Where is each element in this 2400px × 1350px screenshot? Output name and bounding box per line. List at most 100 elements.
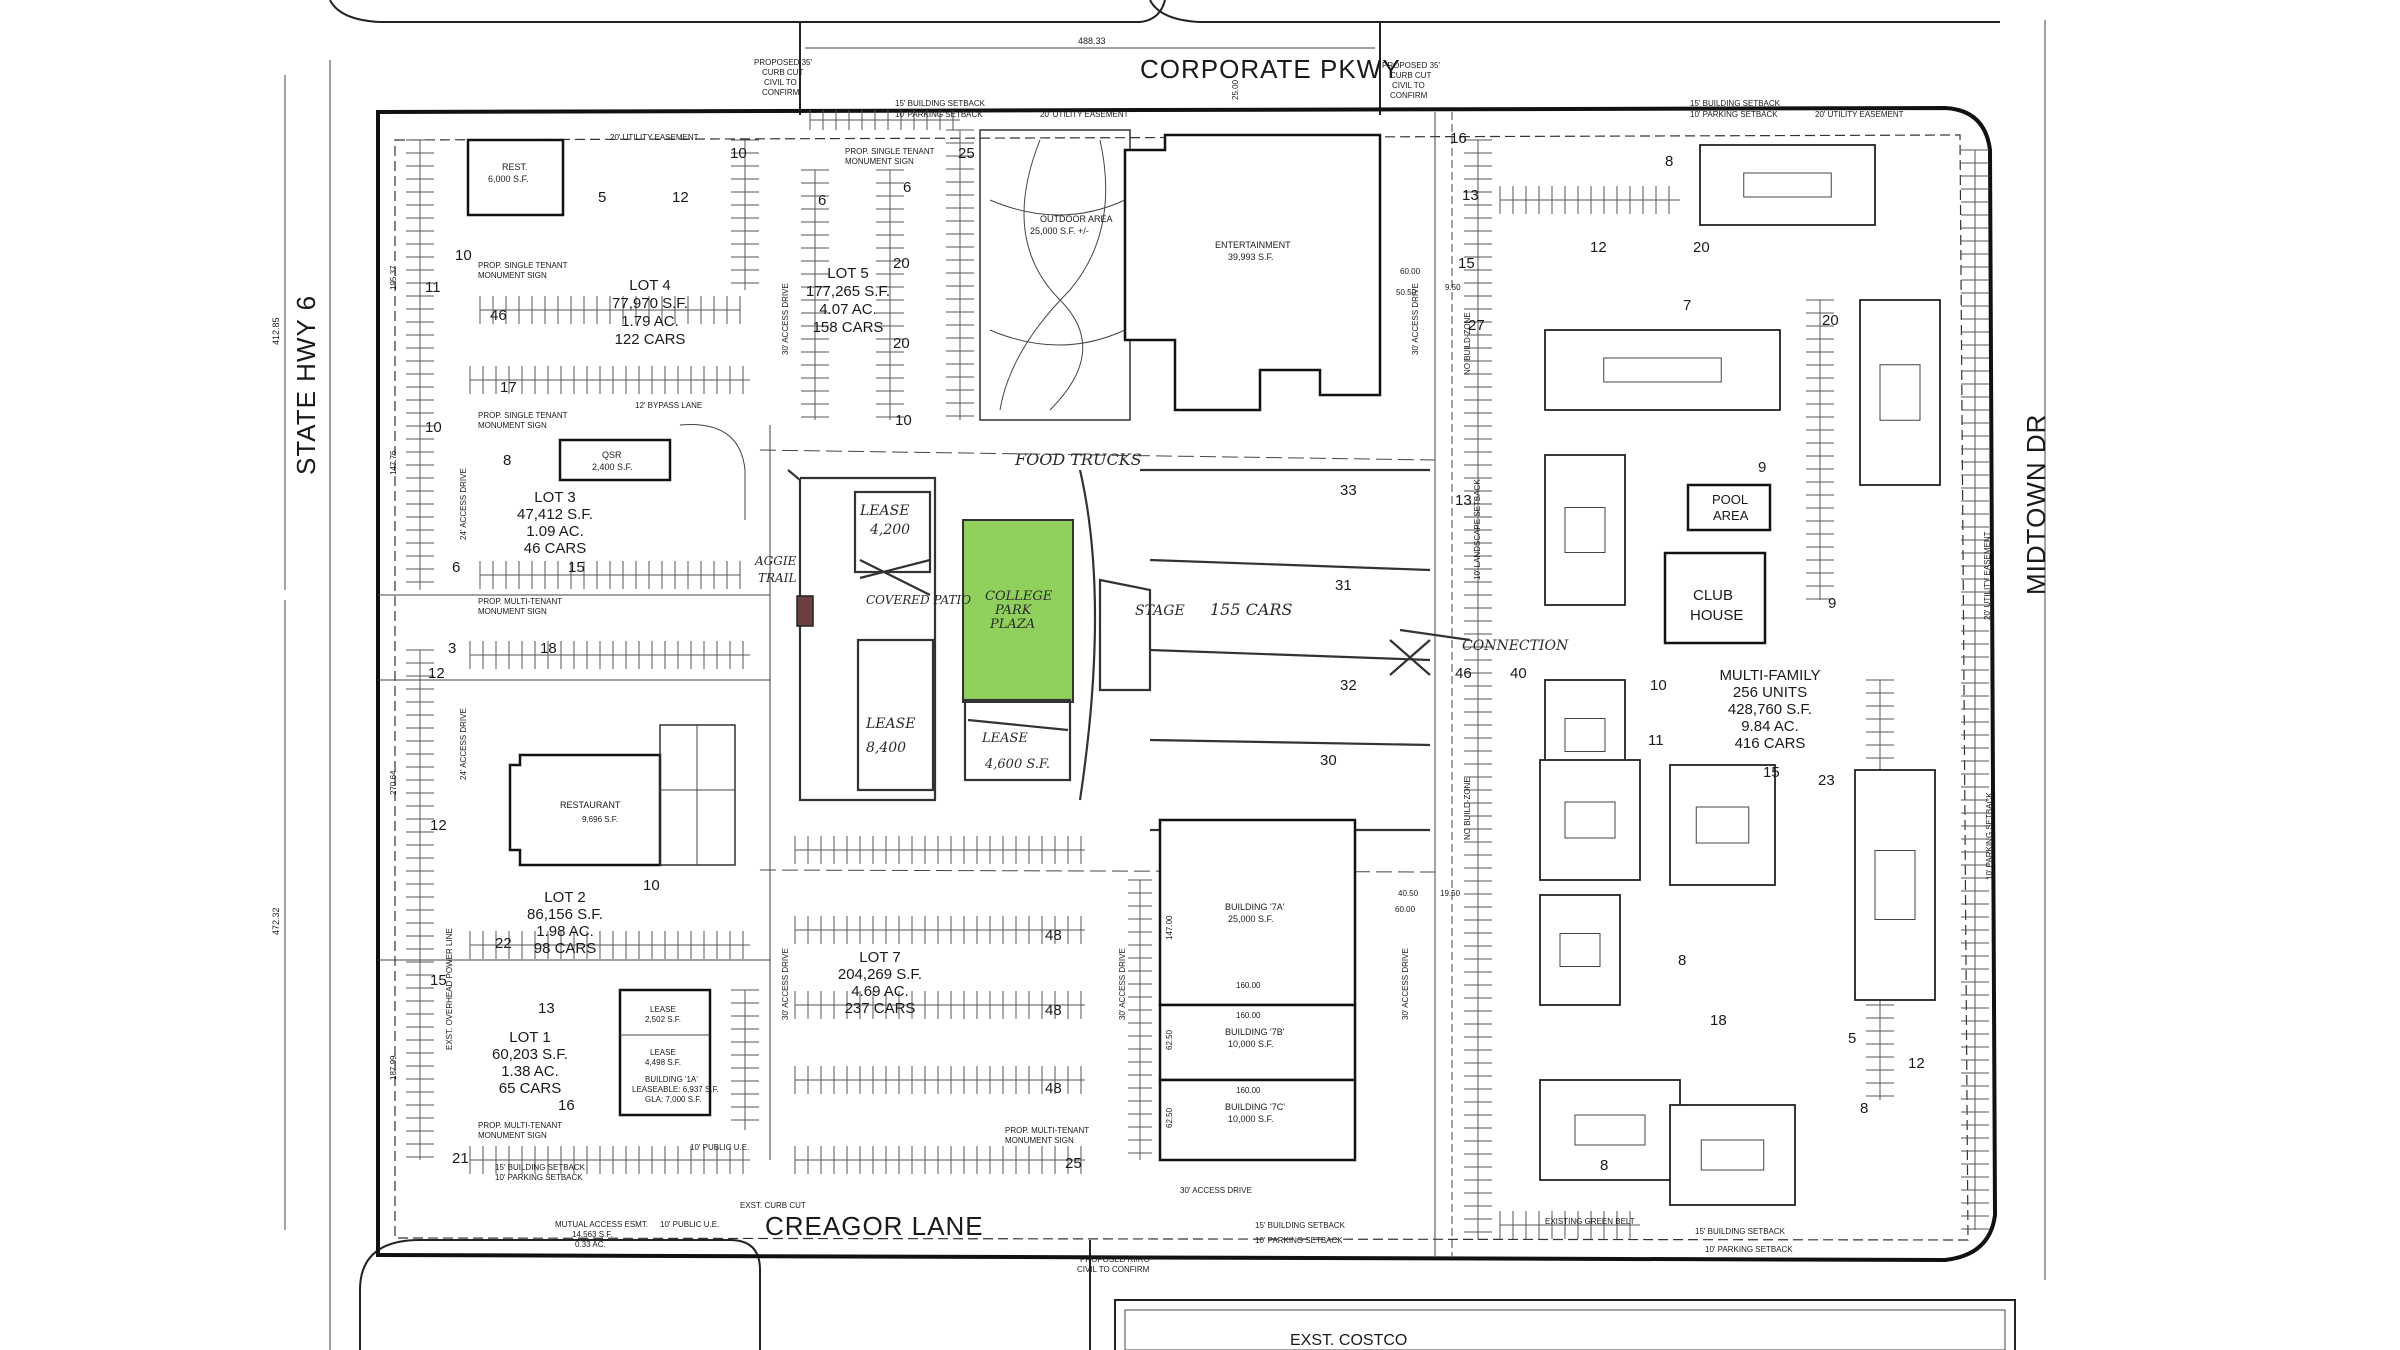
- access-30-lot7-e: 30' ACCESS DRIVE: [1118, 948, 1127, 1020]
- mutual-1: MUTUAL ACCESS ESMT.: [555, 1220, 648, 1229]
- multifamily-building: [1699, 144, 1876, 226]
- label-building-7b: BUILDING '7B': [1225, 1027, 1285, 1037]
- lot3-cars: 46 CARS: [524, 540, 587, 557]
- lot3-sign-1: PROP. SINGLE TENANT: [478, 411, 568, 420]
- hw-aggie: AGGIE: [754, 554, 797, 568]
- dim-270: 270.64: [389, 770, 398, 795]
- access-30-lot7-w: 30' ACCESS DRIVE: [781, 948, 790, 1020]
- hw-covered-patio: COVERED PATIO: [866, 593, 971, 607]
- access-30-lot5: 30' ACCESS DRIVE: [781, 283, 790, 355]
- label-lease-1a-top: LEASE: [650, 1005, 676, 1014]
- multifamily-building: [1669, 764, 1776, 886]
- building-1a: [618, 988, 712, 1117]
- ue-s2: 10' PUBLIC U.E.: [660, 1220, 719, 1229]
- count: 7: [1683, 297, 1691, 314]
- hw-lease-nw: LEASE: [859, 503, 909, 519]
- lot4-name: LOT 4: [629, 277, 670, 294]
- label-building-7a: BUILDING '7A': [1225, 902, 1285, 912]
- lot-5: LOT 5 177,265 S.F. 4.07 AC. 158 CARS PRO…: [806, 147, 935, 336]
- lot4-area: 77,970 S.F.: [612, 295, 688, 312]
- no-build-s: NO BUILD-ZONE: [1463, 777, 1472, 840]
- label-rest-area: 6,000 S.F.: [488, 174, 529, 184]
- hw-trail: TRAIL: [758, 571, 796, 585]
- count: 25: [1065, 1155, 1082, 1172]
- hw-155-cars: 155 CARS: [1210, 600, 1292, 619]
- lot5-cars: 158 CARS: [813, 319, 884, 336]
- label-building-7c: BUILDING '7C': [1225, 1102, 1285, 1112]
- count: 21: [452, 1150, 469, 1167]
- label-pool-area: AREA: [1713, 508, 1749, 523]
- hw-food-trucks: FOOD TRUCKS: [1014, 450, 1142, 469]
- dim-west-top: 412.85: [271, 317, 281, 345]
- hw-lease-sw-area: 8,400: [866, 740, 906, 756]
- building-7a: [1158, 818, 1357, 1007]
- count: 13: [1455, 492, 1472, 509]
- dim-950: 9.50: [1445, 283, 1461, 292]
- dim-147b: 147.76: [389, 450, 398, 475]
- hw-stage: STAGE: [1135, 603, 1185, 619]
- ri-ro-civil: CIVIL TO CONFIRM: [1077, 1265, 1150, 1274]
- multifamily-building: [1539, 1079, 1681, 1181]
- count: 32: [1340, 677, 1357, 694]
- lot5-sign-2: MONUMENT SIGN: [845, 157, 914, 166]
- lot2-area: 86,156 S.F.: [527, 906, 603, 923]
- multifamily-courtyard: [1874, 850, 1916, 920]
- lot4-sign-1: PROP. SINGLE TENANT: [478, 261, 568, 270]
- multifamily-courtyard: [1564, 718, 1606, 752]
- count: 25: [958, 145, 975, 162]
- count: 10: [455, 247, 472, 264]
- multifamily-courtyard: [1700, 1139, 1765, 1171]
- lot3-name: LOT 3: [534, 489, 575, 506]
- setback-bldg-s3: 15' BUILDING SETBACK: [1695, 1227, 1786, 1236]
- dim-195: 195.37: [389, 265, 398, 290]
- setback-bldg-n1: 15' BUILDING SETBACK: [895, 99, 986, 108]
- mf-acres: 9.84 AC.: [1741, 718, 1799, 735]
- lot4-acres: 1.79 AC.: [621, 313, 679, 330]
- dim-60-s: 60.00: [1395, 905, 1416, 914]
- dim-5050: 50.50: [1396, 288, 1417, 297]
- parking-stalls: [406, 110, 1989, 1240]
- road-creagor-lane: CREAGOR LANE: [765, 1211, 984, 1241]
- lot-3: QSR 2,400 S.F. 12' BYPASS LANE PROP. SIN…: [478, 401, 746, 616]
- dim-4050: 40.50: [1398, 889, 1419, 898]
- label-bldg-1a: BUILDING '1A': [645, 1075, 698, 1084]
- lot2-name: LOT 2: [544, 889, 585, 906]
- count: 18: [540, 640, 557, 657]
- count: 20: [893, 335, 910, 352]
- landscape-setback-e: 10' LANDSCAPE SETBACK: [1473, 479, 1482, 580]
- setback-park-s2: 10' PARKING SETBACK: [1255, 1236, 1343, 1245]
- setback-park-e: 10' PARKING SETBACK: [1985, 792, 1994, 880]
- multifamily-courtyard: [1564, 801, 1616, 839]
- label-building-7a-area: 25,000 S.F.: [1228, 914, 1274, 924]
- count: 20: [1693, 239, 1710, 256]
- count: 15: [1458, 255, 1475, 272]
- label-restaurant: RESTAURANT: [560, 800, 621, 810]
- label-club: CLUB: [1693, 587, 1733, 604]
- setback-park-s1: 10' PARKING SETBACK: [495, 1173, 583, 1182]
- building-entertainment: ENTERTAINMENT 39,993 S.F.: [1123, 133, 1382, 412]
- hw-lease-se-area: 4,600 S.F.: [984, 757, 1050, 772]
- multifamily-courtyard: [1564, 507, 1606, 553]
- count: 46: [1455, 665, 1472, 682]
- multifamily-courtyard: [1743, 172, 1832, 198]
- multifamily-building: [1544, 329, 1781, 411]
- curb-cut-e-3: CIVIL TO: [1392, 81, 1425, 90]
- ri-ro: PROPOSED RI/RO: [1080, 1255, 1150, 1264]
- lot7-name: LOT 7: [859, 949, 900, 966]
- lot2-cars: 98 CARS: [534, 940, 597, 957]
- lot2-acres: 1.98 AC.: [536, 923, 594, 940]
- lot1-acres: 1.38 AC.: [501, 1063, 559, 1080]
- access-24-lot3: 24' ACCESS DRIVE: [459, 468, 468, 540]
- lot1-area: 60,203 S.F.: [492, 1046, 568, 1063]
- count: 10: [730, 145, 747, 162]
- count: 6: [818, 192, 826, 209]
- count: 13: [538, 1000, 555, 1017]
- label-bldg-1a-gla: GLA: 7,000 S.F.: [645, 1095, 701, 1104]
- green-belt: EXISTING GREEN BELT: [1545, 1217, 1635, 1226]
- mutual-3: 0.33 AC.: [575, 1240, 606, 1249]
- label-building-7b-area: 10,000 S.F.: [1228, 1039, 1274, 1049]
- setback-bldg-s1: 15' BUILDING SETBACK: [495, 1163, 586, 1172]
- lot1-multi-sign-2: MONUMENT SIGN: [478, 1131, 547, 1140]
- mf-name: MULTI-FAMILY: [1719, 667, 1820, 684]
- label-building-7c-area: 10,000 S.F.: [1228, 1114, 1274, 1124]
